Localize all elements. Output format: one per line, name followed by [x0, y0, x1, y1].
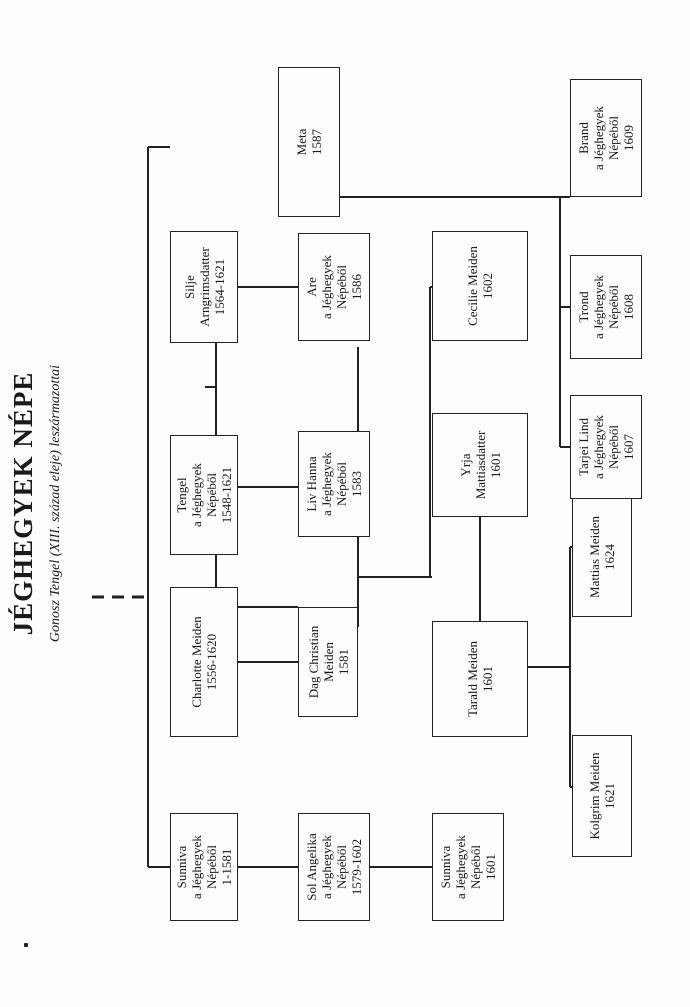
person-sol-angelika: Sol Angelika a Jéghegyek Népéből 1579-16… [298, 813, 370, 921]
person-label: Charlotte Meiden 1556-1620 [189, 616, 219, 708]
person-label: Are a Jéghegyek Népéből 1586 [304, 255, 364, 319]
person-meta: Meta 1587 [278, 67, 340, 217]
person-label: Liv Hanna a Jéghegyek Népéből 1583 [304, 452, 364, 516]
person-label: Trond a Jéghegyek Népéből 1608 [576, 275, 636, 339]
person-yrja-mattiasdatter: Yrja Mattiasdatter 1601 [432, 413, 528, 517]
person-liv-hanna: Liv Hanna a Jéghegyek Népéből 1583 [298, 431, 370, 537]
person-silje-arngrimsdatter: Silje Arngrimsdatter 1564-1621 [170, 231, 238, 343]
person-label: Meta 1587 [294, 128, 324, 156]
person-are: Are a Jéghegyek Népéből 1586 [298, 233, 370, 341]
person-tarald-meiden: Tarald Meiden 1601 [432, 621, 528, 737]
person-label: Brand a Jéghegyek Népéből 1609 [576, 106, 636, 170]
person-label: Sunniva a Jéghegyek Népéből 1601 [438, 835, 498, 899]
person-label: Tarjei Lind a Jéghegyek Népéből 1607 [576, 415, 636, 479]
person-label: Sol Angelika a Jéghegyek Népéből 1579-16… [304, 833, 364, 901]
page-subtitle: Gonosz Tengel (XIII. század eleje) leszá… [48, 364, 63, 643]
person-label: Tengel a Jéghegyek Népéből 1548-1621 [174, 463, 234, 527]
person-kolgrim-meiden: Kolgrim Meiden 1621 [572, 735, 632, 857]
person-trond: Trond a Jéghegyek Népéből 1608 [570, 255, 642, 359]
person-brand: Brand a Jéghegyek Népéből 1609 [570, 79, 642, 197]
person-tarjei-lind: Tarjei Lind a Jéghegyek Népéből 1607 [570, 395, 642, 499]
person-tengel-main: Tengel a Jéghegyek Népéből 1548-1621 [170, 435, 238, 555]
person-label: Yrja Mattiasdatter 1601 [457, 430, 503, 500]
person-sunniva-1581: Sunniva a Jéghegyek Népéből 1-1581 [170, 813, 238, 921]
person-label: Silje Arngrimsdatter 1564-1621 [181, 247, 227, 327]
person-label: Kolgrim Meiden 1621 [587, 752, 617, 840]
page-title: JÉGHEGYEK NÉPE [8, 371, 38, 636]
person-cecilie-meiden: Cecilie Meiden 1602 [432, 231, 528, 341]
person-label: Sunniva a Jéghegyek Népéből 1-1581 [174, 835, 234, 899]
person-label: Dag Christian Meiden 1581 [305, 625, 351, 699]
person-label: Mattias Meiden 1624 [587, 516, 617, 598]
person-charlotte-meiden: Charlotte Meiden 1556-1620 [170, 587, 238, 737]
person-sunniva-1601: Sunniva a Jéghegyek Népéből 1601 [432, 813, 504, 921]
person-label: Tarald Meiden 1601 [465, 641, 495, 717]
scan-speck [24, 943, 28, 947]
person-mattias-meiden: Mattias Meiden 1624 [572, 497, 632, 617]
person-dag-christian-meiden: Dag Christian Meiden 1581 [298, 607, 358, 717]
person-label: Cecilie Meiden 1602 [465, 246, 495, 326]
